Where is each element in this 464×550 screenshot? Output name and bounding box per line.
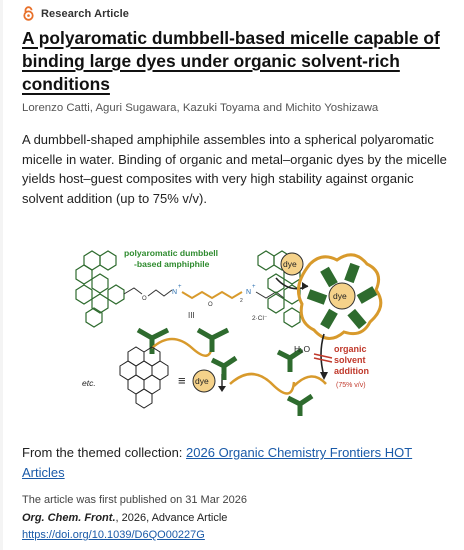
- themed-collection: From the themed collection: 2026 Organic…: [22, 443, 442, 483]
- amphiphile-schematic-1: [136, 327, 230, 357]
- legend-dye-label: dye: [195, 376, 209, 386]
- glycol-spacer: [181, 290, 243, 300]
- abstract-text: A dumbbell-shaped amphiphile assembles i…: [22, 132, 447, 206]
- o-label-2: O: [208, 302, 213, 308]
- etc-label: etc.: [82, 378, 96, 388]
- water-label: H₂O: [294, 344, 310, 354]
- spacer-mark: III: [188, 311, 195, 320]
- ammonium-n-left: N: [172, 289, 177, 296]
- o-label-1: O: [142, 296, 147, 302]
- ammonium-n-right: N: [246, 289, 251, 296]
- plus-charge-left: +: [178, 284, 182, 290]
- journal-name: Org. Chem. Front.: [22, 512, 116, 524]
- amphiphile-label-line2: -based amphiphile: [134, 259, 210, 269]
- solvent-label-line3: addition: [334, 366, 369, 376]
- blocked-mark: [313, 353, 333, 363]
- sink-arrow-head: [218, 386, 226, 392]
- alkyl-chain-right: [255, 291, 285, 299]
- legend-dye-circle: [192, 369, 216, 393]
- released-amphiphiles: [210, 347, 327, 416]
- citation: Org. Chem. Front., 2026, Advance Article: [22, 512, 227, 524]
- solvent-amount-label: (75% v/v): [336, 382, 366, 389]
- solvent-label-line1: organic: [334, 344, 367, 354]
- micelle-dye-label: dye: [333, 291, 347, 301]
- collection-prefix: From the themed collection:: [22, 445, 183, 460]
- counter-ion-label: 2·Cl⁻: [252, 315, 267, 322]
- alkyl-chain-left: [147, 289, 173, 297]
- left-polyaromatic-group: [75, 250, 125, 328]
- plus-charge-right: +: [252, 284, 256, 290]
- binding-arrow-head: [302, 282, 308, 290]
- free-dye-label: dye: [283, 259, 297, 269]
- article-type-label: Research Article: [41, 7, 130, 20]
- micelle-complex: dye: [296, 253, 383, 340]
- amphiphile-label-line1: polyaromatic dumbbell: [124, 248, 218, 258]
- solvent-label-line2: solvent: [334, 355, 366, 365]
- repeat-subscript: 2: [240, 298, 243, 304]
- left-linker: [123, 287, 143, 295]
- doi-link[interactable]: https://doi.org/10.1039/D6QO00227G: [22, 529, 205, 541]
- article-title-link[interactable]: A polyaromatic dumbbell-based micelle ca…: [22, 28, 440, 94]
- disassembly-arrow-head: [320, 372, 328, 380]
- article-type-badge: Research Article: [22, 6, 129, 21]
- free-dye-circle: [280, 252, 304, 276]
- graphical-abstract: O N + O 2 N + III 2·Cl⁻ polyaromatic dum…: [75, 248, 383, 416]
- collection-link[interactable]: 2026 Organic Chemistry Frontiers HOT Art…: [22, 445, 413, 480]
- equivalence-sign: ≡: [178, 373, 186, 388]
- aromatic-dye-structure: [119, 346, 169, 409]
- citation-details: , 2026, Advance Article: [115, 512, 228, 524]
- first-published-date: The article was first published on 31 Ma…: [22, 494, 248, 506]
- author-list: Lorenzo Catti, Aguri Sugawara, Kazuki To…: [22, 102, 379, 114]
- open-access-lock-icon: [23, 6, 34, 21]
